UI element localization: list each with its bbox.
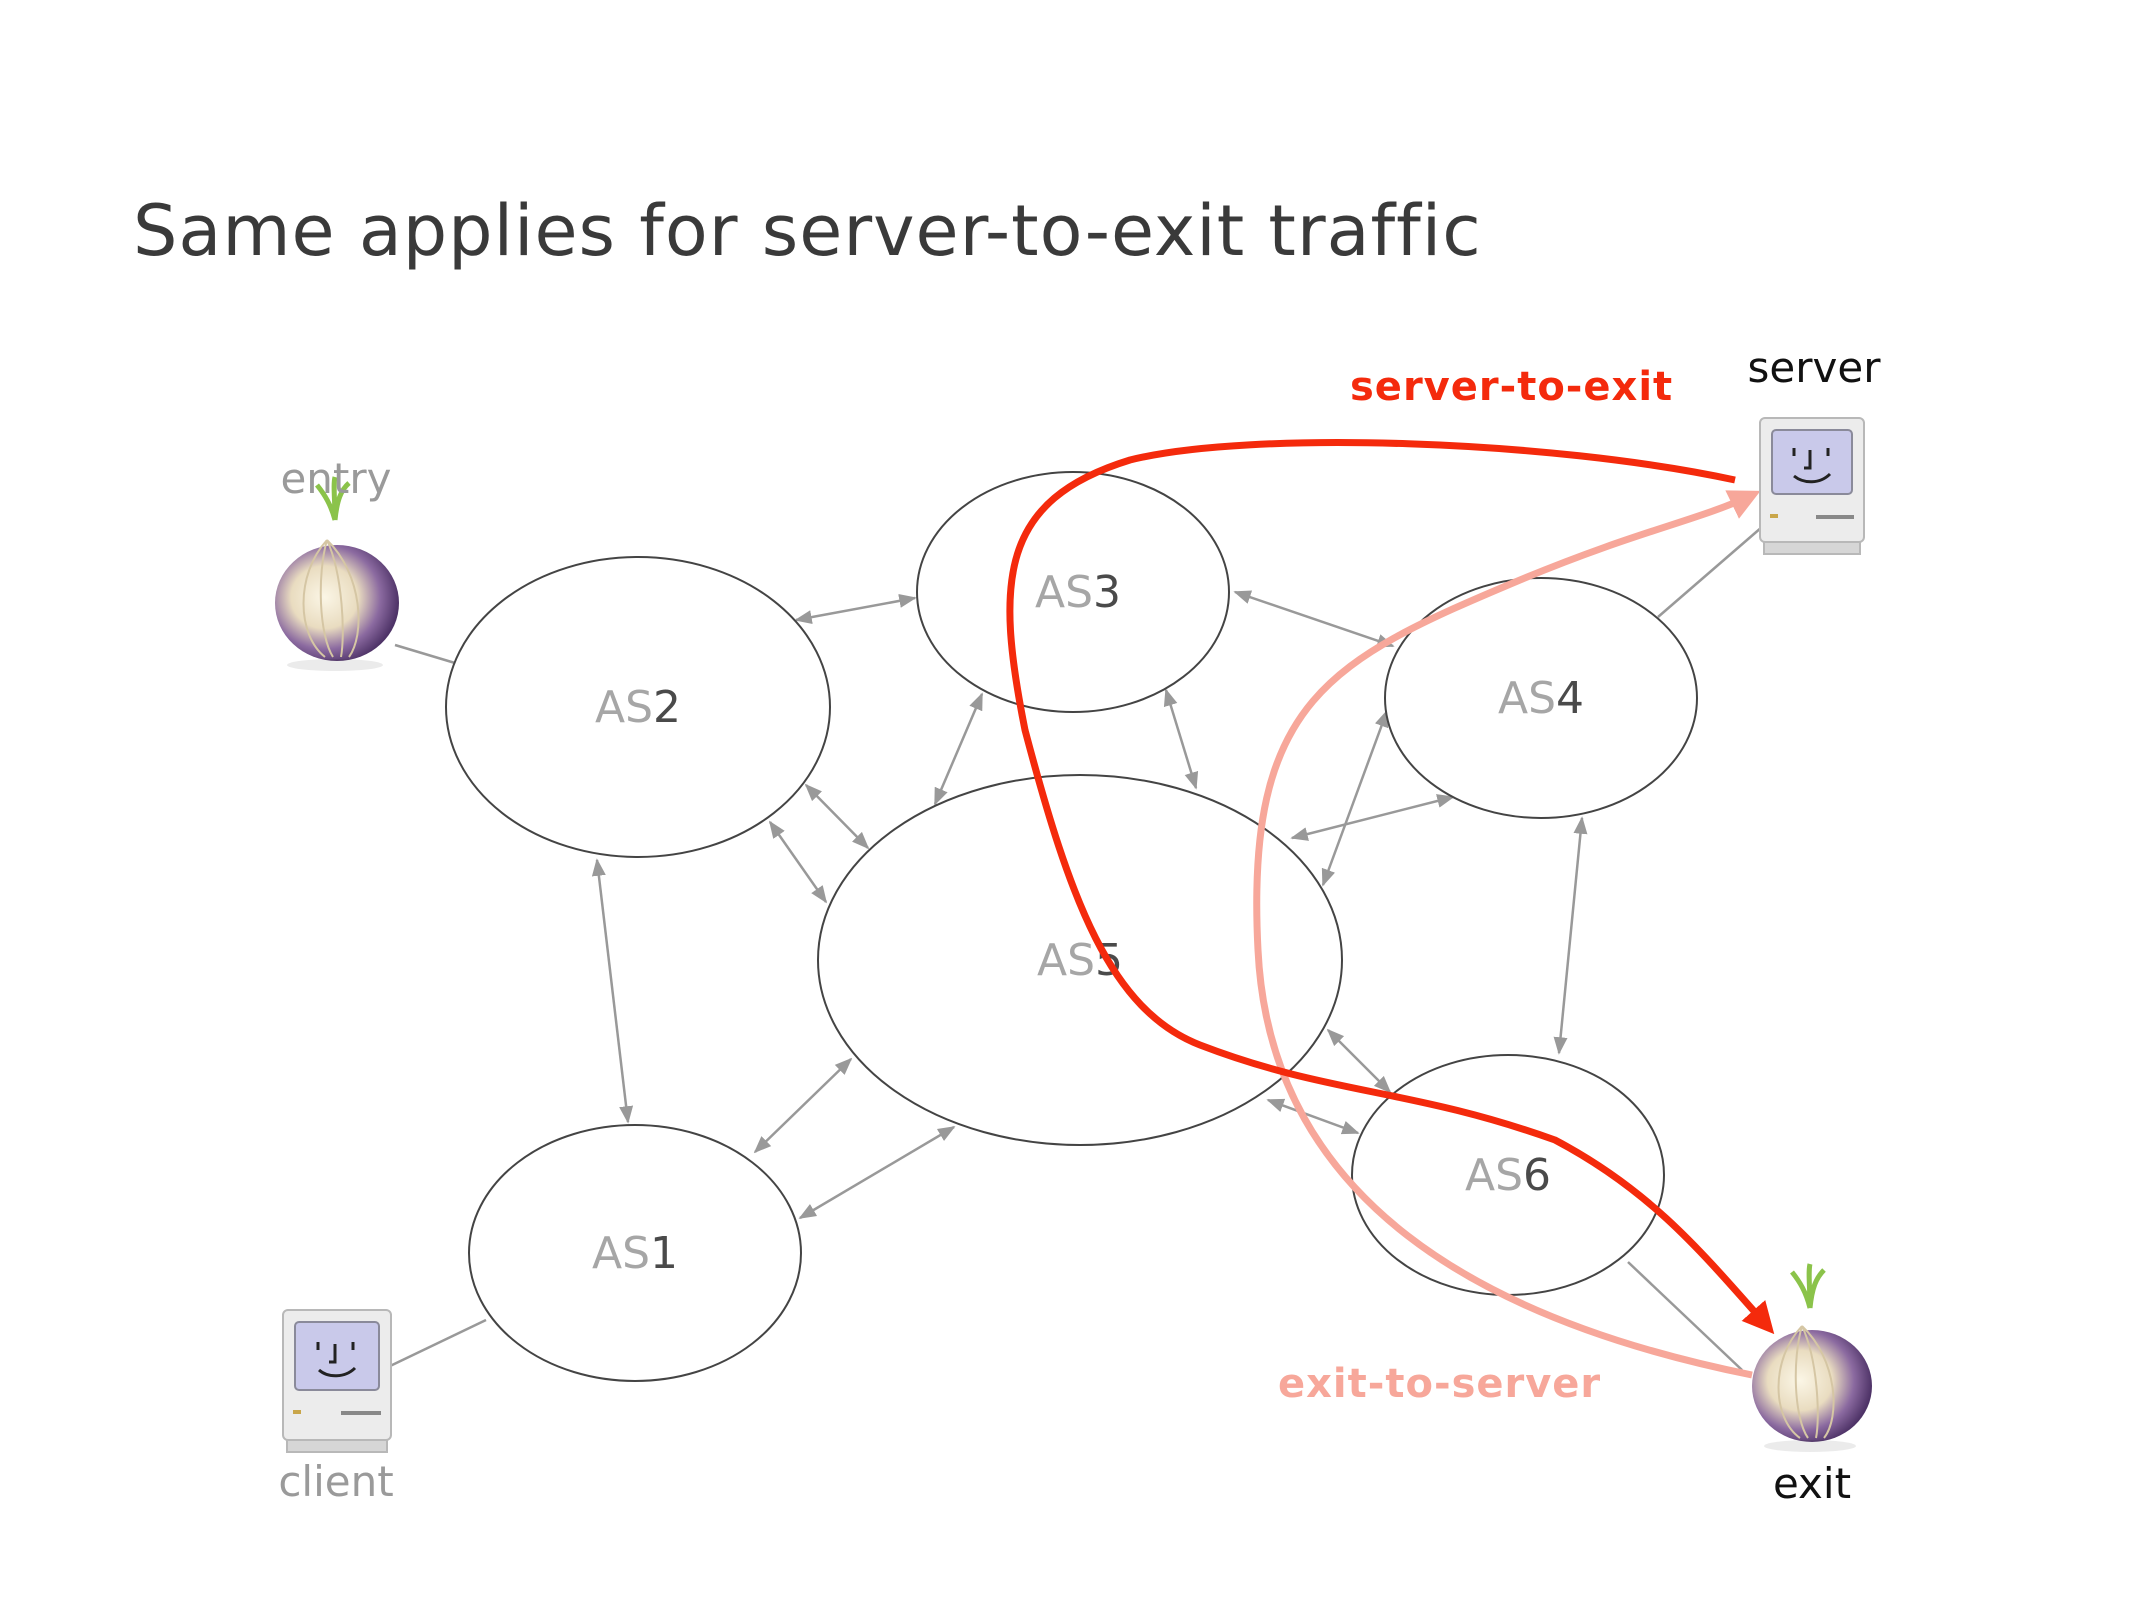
access-links bbox=[387, 526, 1763, 1371]
exit-onion-icon bbox=[1752, 1263, 1872, 1452]
link-as4-as5-b bbox=[1321, 709, 1389, 887]
link-as3-as5-b bbox=[1163, 688, 1199, 790]
as1-label: AS1 bbox=[592, 1228, 678, 1279]
link-as2-as5-a bbox=[804, 783, 870, 850]
link-as3-as4 bbox=[1233, 590, 1395, 648]
link-as3-as5-a bbox=[933, 692, 984, 806]
client-label: client bbox=[278, 1457, 393, 1506]
as2-node bbox=[445, 556, 831, 858]
exit-label: exit bbox=[1773, 1459, 1851, 1508]
link-as4-as6 bbox=[1553, 816, 1588, 1055]
link-as1-as5-b bbox=[798, 1125, 956, 1220]
server-label: server bbox=[1748, 343, 1882, 392]
as4-label: AS4 bbox=[1498, 673, 1584, 724]
server-to-exit-label: server-to-exit bbox=[1350, 364, 1673, 410]
as4-node bbox=[1384, 577, 1698, 819]
link-as5-as6-b bbox=[1266, 1098, 1360, 1135]
link-client-as1 bbox=[387, 1318, 487, 1369]
link-as1-as5-a bbox=[753, 1057, 853, 1154]
slide-title: Same applies for server-to-exit traffic bbox=[133, 190, 1482, 272]
as1-node bbox=[468, 1124, 802, 1382]
entry-onion-icon bbox=[275, 476, 399, 671]
exit-to-server-label: exit-to-server bbox=[1278, 1361, 1601, 1407]
link-as4-as5-a bbox=[1290, 794, 1455, 841]
link-entry-as2 bbox=[394, 643, 456, 665]
as2-label: AS2 bbox=[595, 682, 681, 733]
client-computer-icon bbox=[282, 1309, 392, 1453]
exit-to-server-path bbox=[1253, 490, 1761, 1379]
as3-node bbox=[916, 471, 1230, 713]
link-as5-as6-a bbox=[1326, 1028, 1392, 1094]
as-links bbox=[591, 590, 1588, 1220]
server-computer-icon bbox=[1759, 417, 1865, 555]
as-ellipses bbox=[445, 471, 1698, 1382]
server-to-exit-path bbox=[1006, 439, 1775, 1335]
link-as2-as1 bbox=[591, 858, 634, 1124]
entry-label: entry bbox=[280, 454, 391, 503]
link-as2-as3 bbox=[794, 593, 917, 625]
link-exit-as6 bbox=[1627, 1261, 1743, 1371]
as3-label: AS3 bbox=[1035, 567, 1121, 618]
as6-label: AS6 bbox=[1465, 1150, 1551, 1201]
link-as2-as5-b bbox=[768, 820, 828, 904]
link-server-as4 bbox=[1657, 526, 1763, 618]
